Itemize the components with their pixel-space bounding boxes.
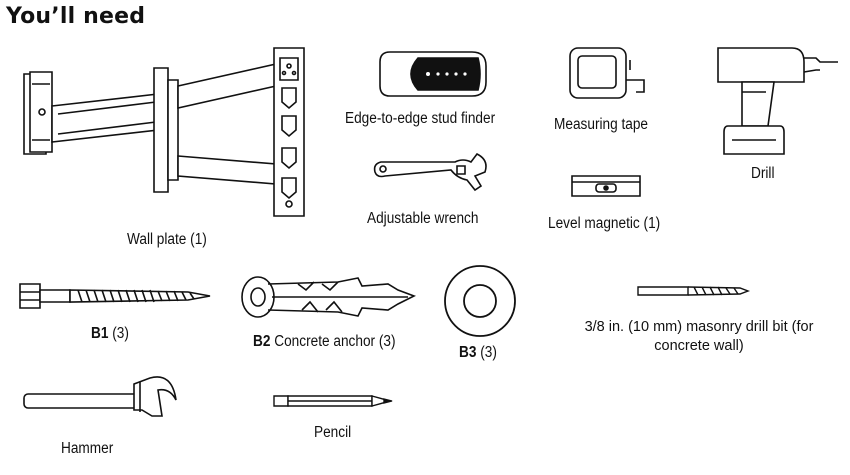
b1-label: B1 (3): [91, 325, 129, 342]
level-label: Level magnetic (1): [548, 215, 661, 232]
b3-label: B3 (3): [459, 344, 497, 361]
b2-label: B2 Concrete anchor (3): [253, 333, 396, 350]
masonry-drill-bit-icon: [636, 283, 750, 299]
level-icon: [570, 170, 642, 198]
drill-bit-label: 3/8 in. (10 mm) masonry drill bit (for c…: [562, 318, 836, 356]
stud-finder-icon: [378, 48, 490, 100]
hammer-label: Hammer: [61, 440, 114, 457]
washer-icon: [442, 263, 518, 339]
lag-screw-icon: [18, 282, 212, 310]
drill-label: Drill: [751, 165, 775, 182]
measuring-tape-label: Measuring tape: [554, 116, 649, 133]
concrete-anchor-icon: [238, 274, 418, 320]
stud-finder-label: Edge-to-edge stud finder: [345, 110, 496, 127]
hammer-icon: [22, 368, 178, 424]
drill-icon: [712, 42, 842, 158]
page-title: You’ll need: [6, 4, 146, 29]
wrench-label: Adjustable wrench: [367, 210, 479, 227]
measuring-tape-icon: [568, 46, 652, 102]
drill-bit-label-line2: concrete wall): [654, 338, 744, 354]
wrench-icon: [371, 150, 489, 194]
drill-bit-label-line1: 3/8 in. (10 mm) masonry drill bit (for: [584, 319, 814, 335]
pencil-label: Pencil: [314, 424, 352, 441]
wall-plate-label: Wall plate (1): [127, 231, 207, 248]
wall-plate-mount-icon: [18, 44, 310, 222]
pencil-icon: [272, 393, 396, 409]
